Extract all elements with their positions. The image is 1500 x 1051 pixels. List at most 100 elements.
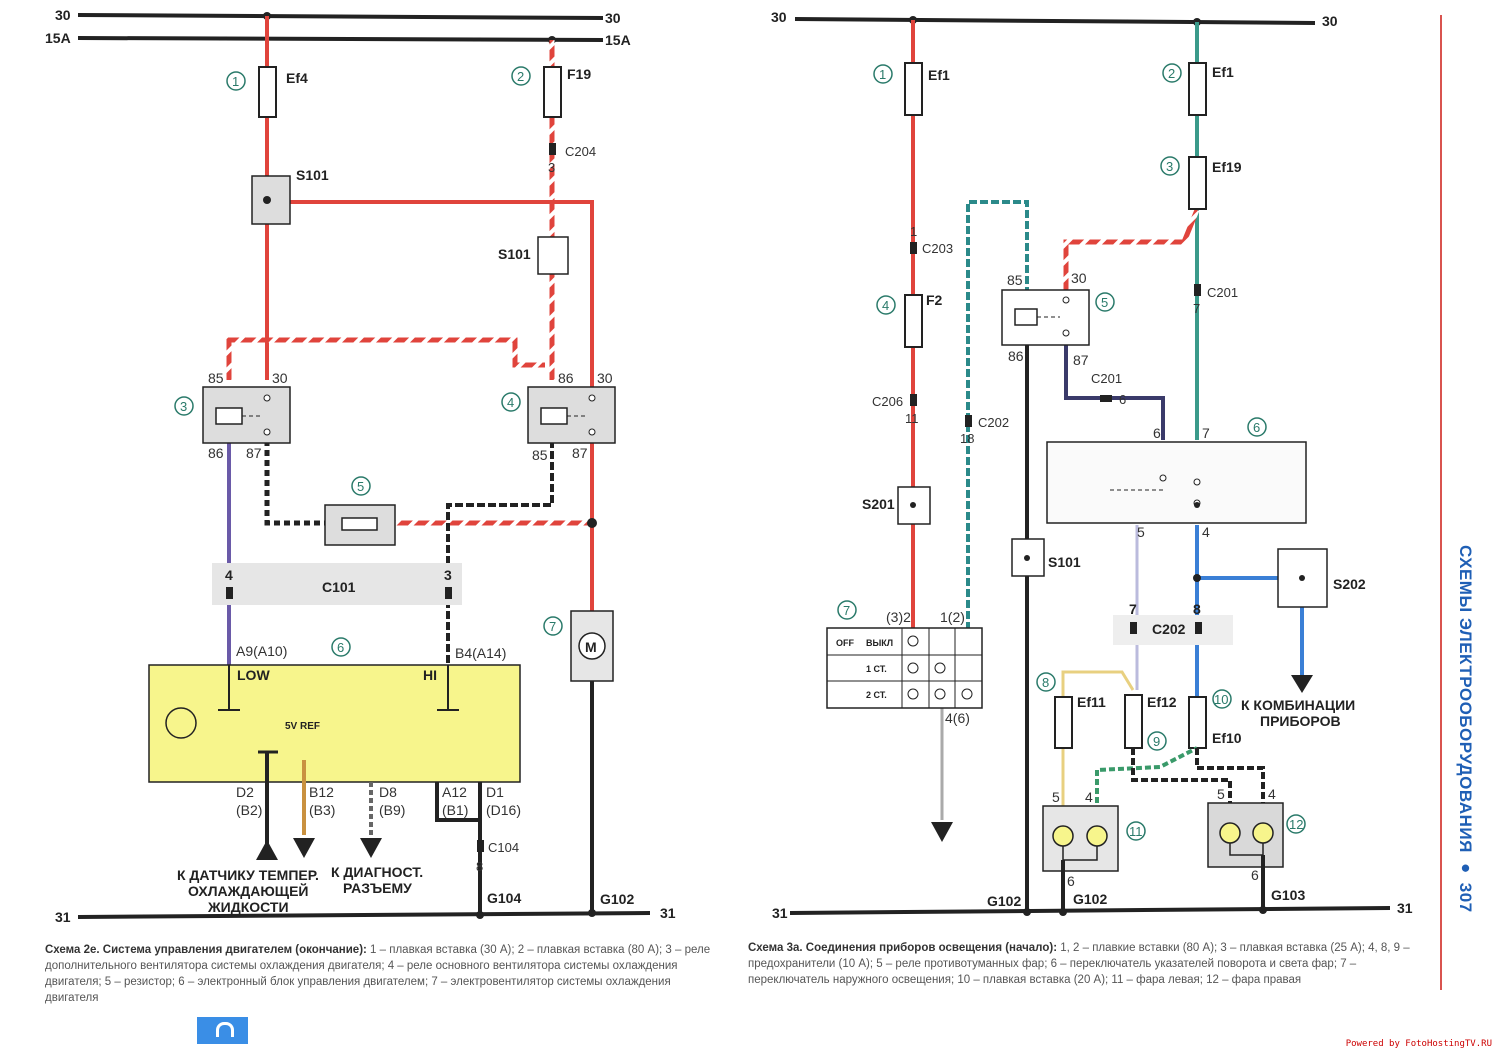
connector-label: C206 [872, 394, 903, 409]
callout-number: 9 [1153, 734, 1160, 749]
pin-label: 87 [1073, 352, 1089, 368]
watermark: Powered by FotoHostingTV.RU [1345, 1039, 1492, 1049]
pin-label: 5 [1137, 524, 1145, 540]
connector-label: C204 [565, 144, 596, 159]
fuse-ef10 [1188, 696, 1207, 749]
fuse-label: F19 [567, 66, 591, 82]
pin-label: 87 [572, 445, 588, 461]
pin-label: 6 [1153, 425, 1161, 441]
ecu-6 [148, 664, 521, 783]
pin-label: (3)2 [886, 609, 911, 625]
pin-label: D8 [379, 784, 397, 800]
bus-label: 30 [55, 7, 71, 23]
bus-label: 31 [1397, 900, 1413, 916]
section-title: СХЕМЫ ЭЛЕКТРООБОРУДОВАНИЯ ● 307 [1456, 545, 1475, 913]
pin-label: 86 [1008, 348, 1024, 364]
bus-31 [789, 906, 1391, 915]
bus-15a [77, 36, 604, 42]
callout-number: 12 [1289, 817, 1303, 832]
fuse-label: Ef12 [1147, 694, 1177, 710]
connector-label: C201 [1091, 371, 1122, 386]
lamp-icon [1052, 825, 1074, 847]
fuse-label: Ef19 [1212, 159, 1242, 175]
pin-label: 87 [246, 445, 262, 461]
pin-label: A9(A10) [236, 643, 287, 659]
connector-pin: 6 [1119, 392, 1126, 407]
pin-label: 30 [1071, 270, 1087, 286]
callout-number: 11 [1129, 824, 1143, 839]
fuse-label: Ef10 [1212, 730, 1242, 746]
callout-number: 4 [882, 298, 889, 313]
bus-label: 31 [660, 905, 676, 921]
pin-label: 4(6) [945, 710, 970, 726]
bus-label: 15A [45, 30, 71, 46]
switch-label: LOW [237, 667, 270, 683]
bus-30 [794, 17, 1316, 25]
connector-pin: 3 [444, 567, 452, 583]
connector-label: C101 [322, 579, 356, 595]
wire [264, 440, 325, 526]
pin-label: D2 [236, 784, 254, 800]
bus-label: 15A [605, 32, 631, 48]
fuse-ef12 [1124, 694, 1143, 749]
lamp-icon [1219, 822, 1241, 844]
splice-label: S101 [498, 246, 531, 262]
ground-label: G102 [987, 893, 1021, 909]
fuse-ef4 [258, 66, 277, 118]
connector-pin: 8 [476, 859, 483, 874]
pin-label: (B3) [309, 802, 335, 818]
fuse-f19 [543, 66, 562, 118]
page-tab-marker [197, 1017, 248, 1044]
connector-pin: 18 [960, 431, 974, 446]
switch-position: ВЫКЛ [866, 638, 893, 648]
pin-label: (B9) [379, 802, 405, 818]
pin-label: 7 [1202, 425, 1210, 441]
tab-arch-icon [216, 1022, 234, 1037]
connector-label: C201 [1207, 285, 1238, 300]
connector-label: C202 [1152, 621, 1186, 637]
pin-label: 30 [272, 370, 288, 386]
destination-label: К ДАТЧИКУ ТЕМПЕР. [177, 867, 319, 883]
connector-label: C202 [978, 415, 1009, 430]
light-switch-7 [826, 627, 983, 709]
connector-pin: 8 [1193, 601, 1201, 617]
pin-label: 86 [208, 445, 224, 461]
callout-number: 10 [1214, 692, 1228, 707]
switch-position: 1 СТ. [866, 664, 887, 674]
pin-label: 85 [532, 447, 548, 463]
connector-pin: 7 [1193, 301, 1200, 316]
callout-number: 5 [1101, 295, 1108, 310]
bus-31 [77, 911, 651, 919]
bus-label: 31 [772, 905, 788, 921]
ground-label: G104 [487, 890, 521, 906]
callout-number: 7 [549, 619, 556, 634]
fuse-label: Ef1 [928, 67, 950, 83]
right-caption-body: 1, 2 – плавкие вставки (80 А); 3 – плавк… [748, 942, 1410, 986]
lamp-icon [1086, 825, 1108, 847]
callout-number: 6 [1253, 420, 1260, 435]
fuse-label: Ef1 [1212, 64, 1234, 80]
pin-label: (B2) [236, 802, 262, 818]
connector-pin: 1 [910, 224, 917, 239]
fuse-ef1 [1188, 62, 1207, 116]
splice-s101 [1011, 538, 1045, 577]
switch-position: 2 СТ. [866, 690, 887, 700]
destination-label: ОХЛАЖДАЮЩЕЙ [188, 882, 308, 899]
callout-number: 1 [879, 67, 886, 82]
callout-number: 7 [843, 603, 850, 618]
callout-number: 2 [1168, 66, 1175, 81]
callout-number: 8 [1042, 675, 1049, 690]
turn-signal-headlight-switch-6 [1046, 441, 1307, 524]
pin-label: 85 [208, 370, 224, 386]
connector-pin: 11 [905, 411, 919, 426]
pin-label: D1 [486, 784, 504, 800]
left-caption-body: 1 – плавкая вставка (30 А); 2 – плавкая … [45, 944, 711, 1004]
connector-pin: 7 [1129, 601, 1137, 617]
pin-label: 5 [1052, 789, 1060, 805]
transistor-icon [165, 707, 197, 739]
destination-label: ЖИДКОСТИ [207, 899, 289, 915]
ref-label: 5V REF [285, 721, 320, 732]
pin-label: 86 [558, 370, 574, 386]
destination-label: К ДИАГНОСТ. [331, 864, 423, 880]
